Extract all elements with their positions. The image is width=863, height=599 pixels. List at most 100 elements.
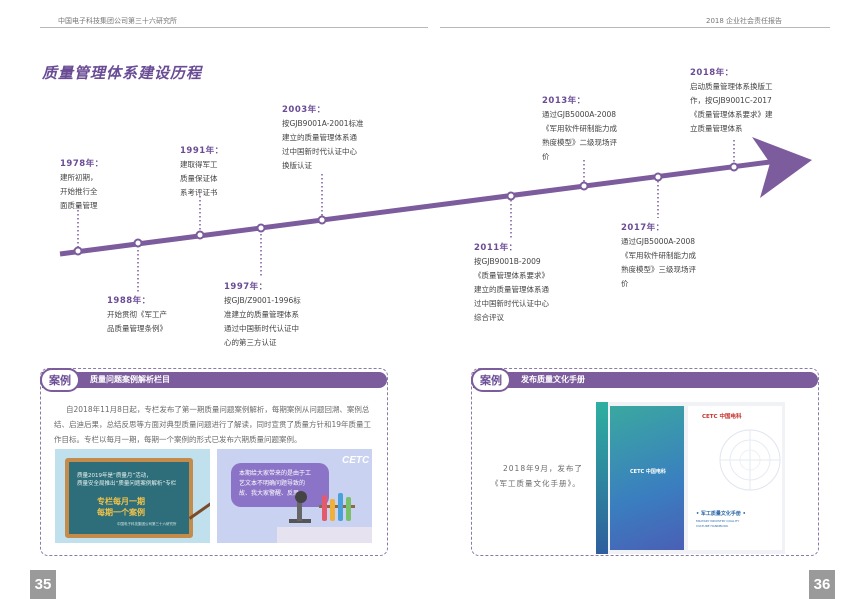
case-panel-right-header: 发布质量文化手册 (473, 372, 818, 388)
timeline-line (59, 159, 771, 257)
bubble-text: 本期给大家带来的是由于工 (239, 470, 312, 477)
timeline-node (133, 238, 143, 248)
header-rule-right (440, 27, 830, 28)
event-text: 建立的质量管理体系通 (282, 133, 357, 142)
blackboard-illustration: 质量2019年是“质量月”活动， 质量安全局推出“质量问题案例解析”专栏 专栏每… (55, 449, 210, 543)
case-panel-left-title: 质量问题案例解析栏目 (90, 375, 170, 384)
event-year: 1978年： (60, 159, 104, 169)
event-year: 2017年： (621, 223, 665, 233)
board-footer: 中国电子科技集团公司第三十六研究所 (117, 522, 177, 526)
book-subtitle-line: CULTURE HANDBOOK (696, 524, 729, 528)
event-text: 开始推行全 (60, 187, 98, 196)
event-text: 过中国新时代认证中心 (474, 299, 549, 308)
book-front-cover: CETC 中国电科 • 军工质量文化手册 • MILITARY INDUSTRY… (688, 406, 782, 550)
timeline-node (729, 162, 739, 172)
paragraph-line: 《军工质量文化手册》。 (491, 479, 581, 488)
speech-bubble: 本期给大家带来的是由于工 艺文本不明确问题导致的 故、我大家警醒、反思。 (231, 463, 329, 507)
event-year: 1997年： (224, 282, 268, 292)
timeline-event: 1988年： 开始贯彻《军工产 品质量管理条例》 (107, 294, 167, 336)
event-year: 1988年： (107, 296, 151, 306)
event-year: 2011年： (474, 243, 518, 253)
event-text: 价 (621, 279, 629, 288)
lab-equipment (277, 491, 372, 543)
book-subtitle: MILITARY INDUSTRY QUALITY CULTURE HANDBO… (696, 519, 739, 529)
timeline-event: 1997年： 按GJB/Z9001-1996标 准建立的质量管理体系 通过中国新… (224, 280, 301, 350)
event-text: 建所初期， (60, 173, 98, 182)
case-badge-left: 案例 (40, 368, 80, 392)
test-tubes-icon (319, 493, 355, 521)
timeline-event: 1978年： 建所初期， 开始推行全 面质量管理 (60, 157, 104, 213)
timeline-nodes (73, 162, 739, 256)
case-panel-left (40, 368, 388, 556)
event-text: 按GJB9001B-2009 (474, 257, 541, 266)
event-year: 2018年： (690, 68, 734, 78)
event-text: 开始贯彻《军工产 (107, 310, 167, 319)
event-text: 过中国新时代认证中心 (282, 147, 357, 156)
page-number-left: 35 (30, 570, 56, 599)
timeline-node (73, 246, 83, 256)
bubble-text: 艺文本不明确问题导致的 (239, 480, 306, 487)
case-badge-right: 案例 (471, 368, 511, 392)
event-text: 品质量管理条例》 (107, 324, 167, 333)
event-year: 1991年： (180, 146, 224, 156)
event-text: 准建立的质量管理体系 (224, 310, 299, 319)
header-left-text: 中国电子科技集团公司第三十六研究所 (58, 17, 177, 25)
event-text: 系考评证书 (180, 188, 218, 197)
page-number-right: 36 (809, 570, 835, 599)
blackboard: 质量2019年是“质量月”活动， 质量安全局推出“质量问题案例解析”专栏 专栏每… (65, 458, 193, 538)
header-rule-left (40, 27, 428, 28)
microscope-icon (289, 491, 311, 523)
event-text: 熟度模型》二级现场评 (542, 138, 617, 147)
event-text: 《质量管理体系要求》建 (690, 110, 773, 119)
book-back-logo: CETC 中国电科 (630, 469, 666, 475)
event-text: 质量保证体 (180, 174, 218, 183)
event-year: 2003年： (282, 105, 326, 115)
timeline-node (506, 191, 516, 201)
timeline-event: 2018年： 启动质量管理体系换版工 作，按GJB9001C-2017 《质量管… (690, 66, 773, 136)
paragraph-line: 结、启迪后果，总结反思等方面对典型质量问题进行了解读，同时宣贯了质量方针和19年… (54, 420, 372, 429)
timeline-node (195, 230, 205, 240)
book-title: • 军工质量文化手册 • (696, 511, 746, 517)
event-text: 作，按GJB9001C-2017 (690, 96, 772, 105)
timeline-arrowhead (752, 137, 812, 198)
lab-illustration: CETC 本期给大家带来的是由于工 艺文本不明确问题导致的 故、我大家警醒、反思… (217, 449, 372, 543)
timeline-event: 2003年： 按GJB9001A-2001标准 建立的质量管理体系通 过中国新时… (282, 103, 364, 173)
event-text: 建立的质量管理体系通 (474, 285, 549, 294)
timeline-event: 2013年： 通过GJB5000A-2008 《军用软件研制能力成 熟度模型》二… (542, 94, 617, 164)
event-text: 通过中国新时代认证中 (224, 324, 299, 333)
case-panel-left-header: 质量问题案例解析栏目 (42, 372, 387, 388)
event-text: 启动质量管理体系换版工 (690, 82, 773, 91)
event-text: 心的第三方认证 (224, 338, 277, 347)
quality-handbook-image: CETC 中国电科 CETC 中国电科 • 军工质量文化手册 • MILITAR… (596, 402, 785, 554)
cetc-logo: CETC (342, 455, 370, 466)
timeline-node (256, 223, 266, 233)
globe-dots-graphic (719, 429, 781, 491)
case-panel-right-paragraph: 2018年9月，发布了 《军工质量文化手册》。 (491, 461, 583, 491)
event-text: 价 (542, 152, 550, 161)
section-title: 质量管理体系建设历程 (42, 64, 203, 82)
case-panel-left-paragraph: 自2018年11月8日起，专栏发布了第一期质量问题案例解析，每期案例从问题回溯、… (54, 402, 371, 447)
event-text: 综合评议 (474, 313, 504, 322)
board-text: 质量2019年是“质量月”活动， (77, 473, 152, 479)
timeline-node (653, 172, 663, 182)
book-front-logo: CETC 中国电科 (702, 414, 742, 420)
event-text: 通过GJB5000A-2008 (542, 110, 617, 119)
timeline-node (579, 181, 589, 191)
event-text: 面质量管理 (60, 201, 98, 210)
board-text: 质量安全局推出“质量问题案例解析”专栏 (77, 481, 177, 487)
event-text: 熟度模型》三级现场评 (621, 265, 696, 274)
paragraph-line: 作目标。专栏以每月一期，每期一个案例的形式已发布六期质量问题案例。 (54, 435, 302, 444)
paragraph-line: 自2018年11月8日起，专栏发布了第一期质量问题案例解析，每期案例从问题回溯、… (66, 405, 370, 414)
case-panel-right (471, 368, 819, 556)
board-highlight: 专栏每月一期 (97, 497, 145, 506)
timeline-event: 2011年： 按GJB9001B-2009 《质量管理体系要求》 建立的质量管理… (474, 241, 549, 325)
timeline-event: 2017年： 通过GJB5000A-2008 《军用软件研制能力成 熟度模型》三… (621, 221, 696, 291)
book-edge (596, 402, 608, 554)
event-text: 按GJB/Z9001-1996标 (224, 296, 301, 305)
event-text: 立质量管理体系 (690, 124, 743, 133)
case-panel-right-title: 发布质量文化手册 (521, 375, 585, 384)
book-subtitle-line: MILITARY INDUSTRY QUALITY (696, 519, 740, 523)
bubble-text: 故、我大家警醒、反思。 (239, 490, 306, 497)
event-text: 《军用软件研制能力成 (621, 251, 696, 260)
